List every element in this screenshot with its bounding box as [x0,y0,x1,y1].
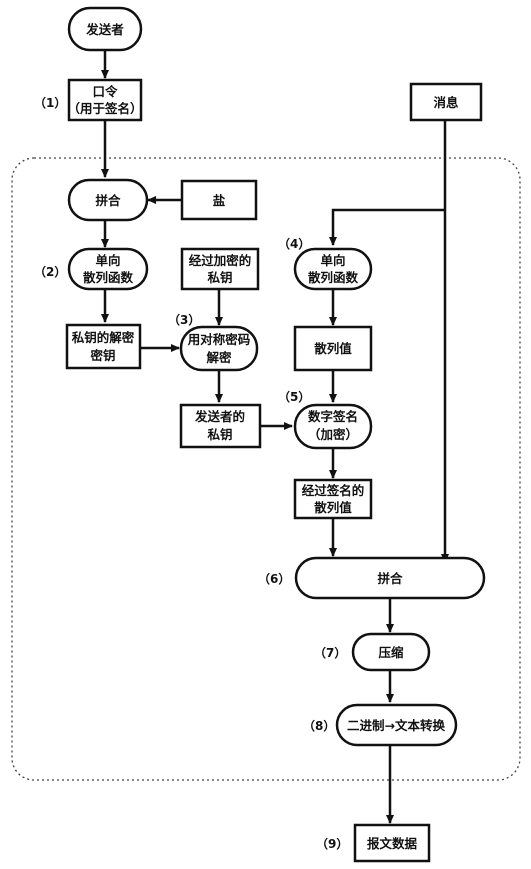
node-hash2-line-2: 散列函数 [308,270,359,285]
node-encrypted-private-key: 经过加密的 私钥 [180,247,260,291]
node-encrypted-private-key-line-1: 经过加密的 [189,253,252,268]
node-decryption-key-line-2: 密钥 [89,348,115,363]
step-label-3: （3） [168,312,200,327]
step-label-1: （1） [34,95,66,110]
node-symmetric-decrypt-line-2: 解密 [206,350,232,365]
node-salt: 盐 [180,179,258,221]
step-label-9: （9） [316,836,348,851]
node-signed-hash-line-1: 经过签名的 [302,483,365,498]
node-hash-value: 散列值 [293,325,373,372]
step-label-8: （8） [303,718,335,733]
node-output: 报文数据 [353,823,431,863]
node-encrypted-private-key-line-2: 私钥 [206,270,232,285]
step-label-2: （2） [34,264,66,279]
node-sender-private-key: 发送者的 私钥 [179,403,262,449]
step-label-4: （4） [278,236,310,251]
node-message-line-1: 消息 [433,95,459,110]
node-concat2: 拼合 [294,556,486,600]
signature-process-region [11,157,521,781]
node-digital-signature-line-1: 数字签名 [307,409,358,424]
node-passphrase-line-1: 口令 [92,84,118,99]
node-binary-to-text: 二进制→文本转换 [335,703,458,747]
node-digital-signature-line-2: （加密） [308,427,358,442]
edge-message-hash2 [329,208,445,246]
node-digital-signature: 数字签名 （加密） [293,403,373,450]
node-binary-to-text-line-1: 二进制→文本转换 [347,718,445,733]
node-decryption-key: 私钥的解密 密钥 [65,323,142,370]
node-compress-line-1: 压缩 [378,645,404,660]
node-hash-value-line-1: 散列值 [314,341,352,356]
node-sender-private-key-line-2: 私钥 [206,427,232,442]
node-output-line-1: 报文数据 [367,836,418,851]
node-symmetric-decrypt: 用对称密码 解密 [179,325,259,372]
node-concat2-line-1: 拼合 [377,571,403,586]
node-sender: 发送者 [67,6,143,52]
step-label-5: （5） [278,389,310,404]
node-sender-line-1: 发送者 [85,22,124,37]
step-labels: （1） （2） （3） （4） （5） （6） （7） （8） （9） [34,95,348,851]
nodes: 发送者 口令 （用于签名） 消息 拼合 盐 单向 散列函数 [65,6,486,863]
node-signed-hash-line-2: 散列值 [314,500,352,515]
node-hash1-line-2: 散列函数 [83,270,134,285]
node-decryption-key-line-1: 私钥的解密 [71,330,135,345]
node-symmetric-decrypt-line-1: 用对称密码 [187,332,251,347]
step-label-7: （7） [314,645,346,660]
node-passphrase: 口令 （用于签名） [67,78,143,122]
node-hash1: 单向 散列函数 [67,247,149,291]
node-hash2-line-1: 单向 [320,253,345,268]
node-hash2: 单向 散列函数 [293,247,373,291]
node-message: 消息 [409,82,483,122]
node-concat1: 拼合 [67,178,149,222]
node-concat1-line-1: 拼合 [95,193,121,208]
node-compress: 压缩 [351,632,431,672]
node-hash1-line-1: 单向 [95,253,120,268]
edges [101,50,449,824]
node-signed-hash: 经过签名的 散列值 [293,478,373,520]
node-passphrase-line-2: （用于签名） [67,101,142,116]
step-label-6: （6） [258,571,290,586]
node-sender-private-key-line-1: 发送者的 [194,409,245,424]
node-salt-line-1: 盐 [213,193,226,208]
